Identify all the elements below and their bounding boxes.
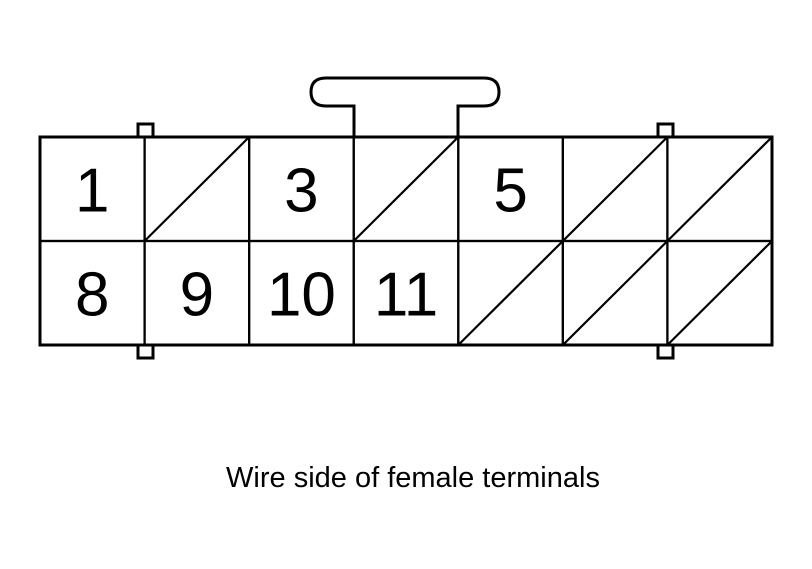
terminal-number: 11 — [374, 261, 438, 330]
terminal-cell — [666, 239, 774, 347]
unused-terminal-slash — [562, 240, 669, 346]
terminal-number: 8 — [75, 261, 109, 330]
unused-terminal-slash — [666, 240, 773, 346]
guide-nub-top-right — [656, 122, 675, 139]
connector-lock-tab — [309, 76, 501, 137]
diagram-caption: Wire side of female terminals — [226, 462, 600, 494]
unused-terminal-slash — [143, 136, 250, 242]
unused-terminal-slash — [457, 240, 564, 346]
guide-nub-bottom-left — [136, 343, 155, 360]
unused-terminal-slash — [562, 136, 669, 242]
terminal-number: 9 — [180, 261, 214, 330]
unused-terminal-slash — [666, 136, 773, 242]
unused-terminal-slash — [352, 136, 460, 242]
terminal-number: 10 — [267, 261, 336, 330]
terminal-number: 3 — [284, 157, 318, 226]
terminal-number: 5 — [493, 157, 527, 226]
terminal-grid: 1 3 5 8 9 10 11 — [38, 135, 774, 347]
guide-nub-top-left — [136, 122, 155, 139]
terminal-number: 1 — [75, 157, 109, 226]
guide-nub-bottom-right — [656, 343, 675, 360]
